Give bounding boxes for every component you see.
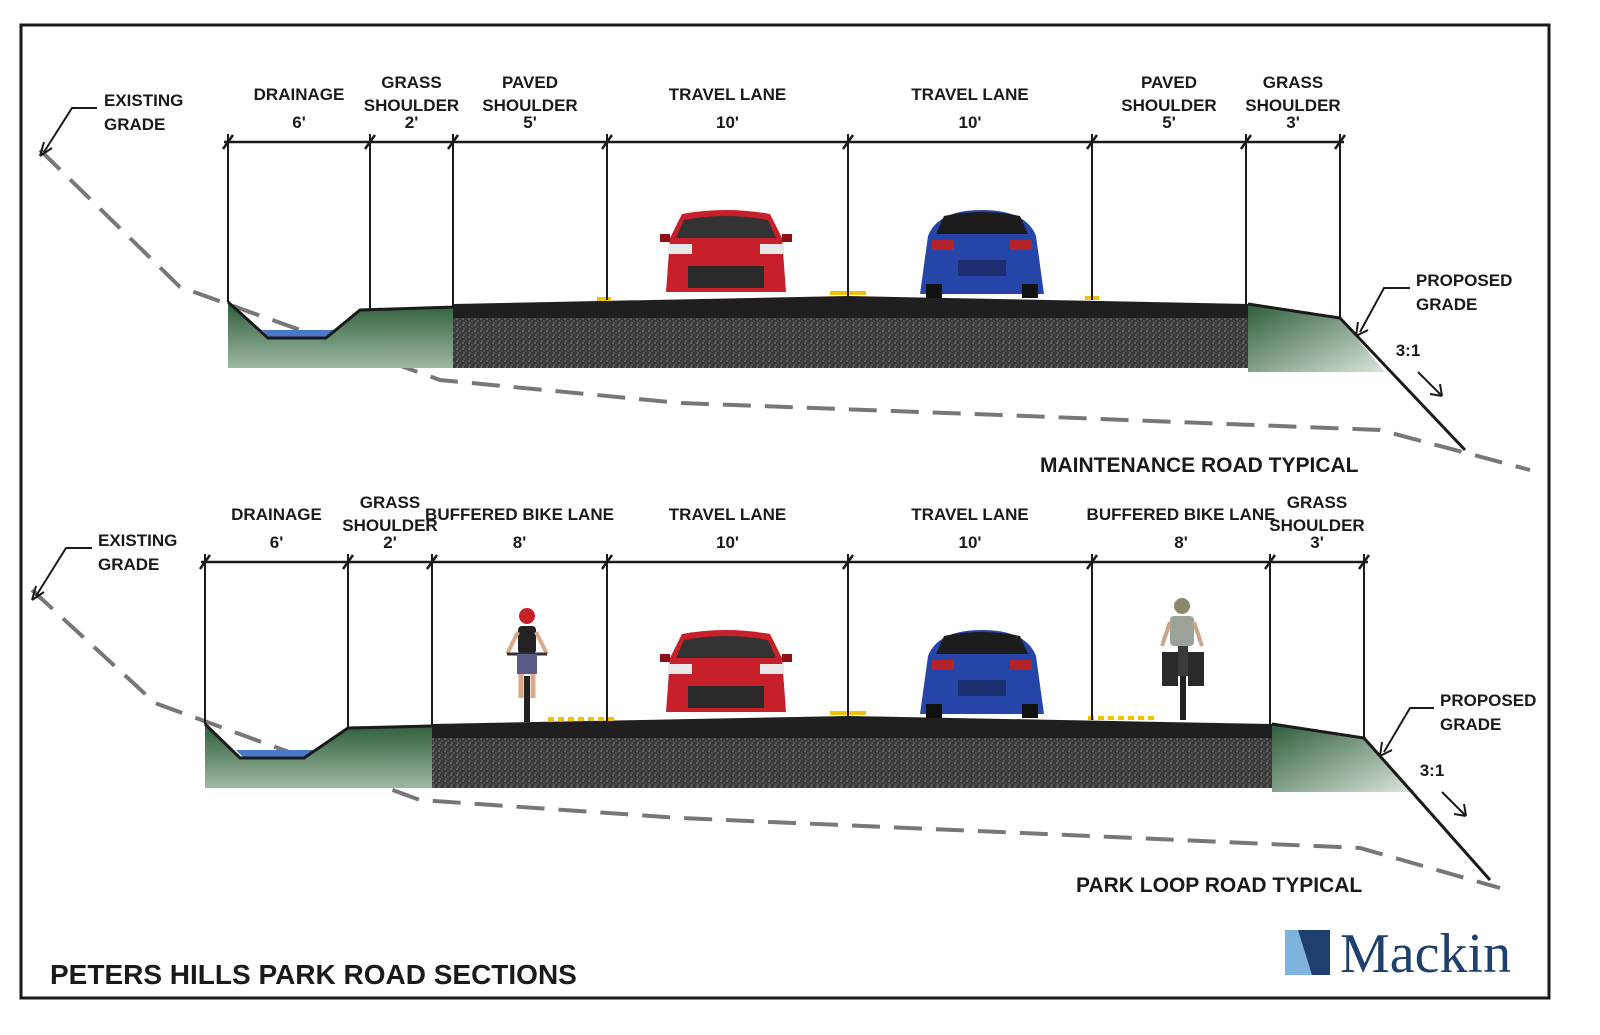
dimension-slash (1263, 554, 1277, 570)
svg-text:GRADE: GRADE (104, 115, 165, 134)
svg-text:3:1: 3:1 (1396, 341, 1421, 360)
segment-name: SHOULDER (1245, 96, 1340, 115)
existing-grade-line (30, 588, 1501, 890)
right-embankment (1272, 724, 1410, 792)
left-ground-line (226, 300, 456, 340)
cyclist (505, 608, 549, 722)
proposed-grade-label: PROPOSED GRADE (1355, 271, 1512, 337)
segment-name: GRASS (1287, 493, 1347, 512)
segment-name: PAVED (502, 73, 558, 92)
touring-cyclist (1160, 598, 1204, 720)
segment-name: DRAINAGE (254, 85, 345, 104)
slope-label: 3:1 (1396, 341, 1443, 397)
segment-width: 5' (523, 113, 537, 132)
dimension-slash (1085, 134, 1099, 150)
drainage-water (236, 750, 314, 758)
svg-text:PROPOSED: PROPOSED (1440, 691, 1536, 710)
pavement-base (432, 736, 1272, 788)
segment-name: BUFFERED BIKE LANE (1087, 505, 1276, 524)
segment-name: TRAVEL LANE (669, 505, 786, 524)
dimension-slash (1333, 134, 1347, 150)
segment-name: GRASS (1263, 73, 1323, 92)
segment-width: 10' (959, 533, 982, 552)
segment-name: DRAINAGE (231, 505, 322, 524)
svg-text:GRADE: GRADE (98, 555, 159, 574)
existing-grade-label: EXISTING GRADE (39, 91, 183, 157)
dimension-slash (1239, 134, 1253, 150)
segment-width: 8' (1174, 533, 1188, 552)
svg-text:EXISTING: EXISTING (104, 91, 183, 110)
existing-grade-label: EXISTING GRADE (31, 531, 177, 601)
segment-width: 6' (292, 113, 306, 132)
section-maintenance-road: DRAINAGE6'GRASSSHOULDER2'PAVEDSHOULDER5'… (38, 73, 1531, 477)
svg-text:GRADE: GRADE (1416, 295, 1477, 314)
red-car (660, 630, 792, 712)
segment-name: SHOULDER (364, 96, 459, 115)
segment-name: SHOULDER (1121, 96, 1216, 115)
dimension-slash (198, 554, 212, 570)
brand-logo: Mackin (1285, 923, 1511, 985)
left-embankment (205, 724, 432, 788)
blue-car (920, 210, 1044, 298)
dimension-slash (446, 134, 460, 150)
left-ground-line (203, 722, 433, 760)
dimension-slash (841, 134, 855, 150)
segment-width: 2' (383, 533, 397, 552)
brand-wordmark: Mackin (1340, 923, 1511, 985)
pavement-surface (432, 716, 1272, 738)
segment-name: PAVED (1141, 73, 1197, 92)
existing-grade-line (38, 148, 1531, 472)
svg-text:3:1: 3:1 (1420, 761, 1445, 780)
segment-name: SHOULDER (482, 96, 577, 115)
segment-name: TRAVEL LANE (669, 85, 786, 104)
section-caption: MAINTENANCE ROAD TYPICAL (1040, 454, 1359, 477)
dimension-slash (600, 554, 614, 570)
pavement-surface (453, 296, 1248, 318)
sheet-border (19, 23, 1551, 1000)
segment-width: 3' (1286, 113, 1300, 132)
dimension-slash (1357, 554, 1371, 570)
svg-text:EXISTING: EXISTING (98, 531, 177, 550)
segment-name: GRASS (360, 493, 420, 512)
drainage-water (262, 330, 334, 338)
segment-width: 2' (405, 113, 419, 132)
svg-text:PROPOSED: PROPOSED (1416, 271, 1512, 290)
dimension-slash (1085, 554, 1099, 570)
segment-name: GRASS (381, 73, 441, 92)
segment-name: SHOULDER (1269, 516, 1364, 535)
dimension-slash (363, 134, 377, 150)
segment-width: 5' (1162, 113, 1176, 132)
blue-car (920, 630, 1044, 718)
segment-width: 3' (1310, 533, 1324, 552)
sheet-title: PETERS HILLS PARK ROAD SECTIONS (50, 959, 577, 990)
dimension-slash (221, 134, 235, 150)
dimension-slash (341, 554, 355, 570)
segment-name: BUFFERED BIKE LANE (425, 505, 614, 524)
segment-width: 10' (959, 113, 982, 132)
dimension-slash (600, 134, 614, 150)
left-embankment (228, 302, 455, 368)
red-car (660, 210, 792, 292)
section-caption: PARK LOOP ROAD TYPICAL (1076, 874, 1362, 897)
segment-width: 10' (716, 113, 739, 132)
lane-stripe (597, 297, 611, 301)
segment-name: SHOULDER (342, 516, 437, 535)
segment-name: TRAVEL LANE (911, 505, 1028, 524)
slope-label: 3:1 (1420, 761, 1467, 817)
svg-text:GRADE: GRADE (1440, 715, 1501, 734)
segment-name: TRAVEL LANE (911, 85, 1028, 104)
right-embankment (1248, 304, 1385, 372)
segment-width: 6' (270, 533, 284, 552)
dimension-slash (841, 554, 855, 570)
pavement-base (453, 316, 1248, 368)
dimension-lines: DRAINAGE6'GRASSSHOULDER2'PAVEDSHOULDER5'… (221, 73, 1347, 318)
proposed-grade-label: PROPOSED GRADE (1379, 691, 1536, 757)
segment-width: 10' (716, 533, 739, 552)
dimension-slash (425, 554, 439, 570)
segment-width: 8' (513, 533, 527, 552)
